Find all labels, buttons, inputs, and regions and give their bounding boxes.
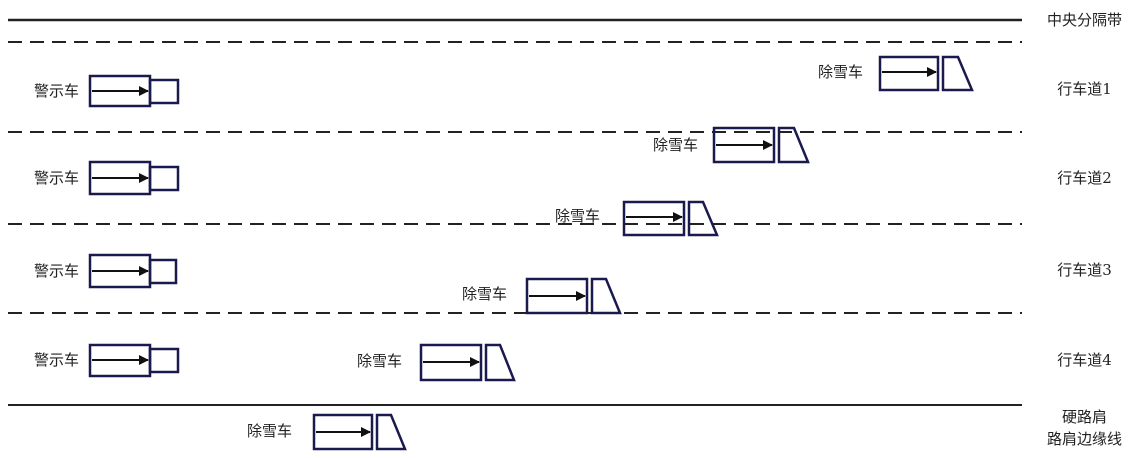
median-label: 中央分隔带: [1046, 11, 1122, 29]
plow-blade-icon: [777, 126, 810, 164]
snowplow-lane2-3: [622, 200, 719, 237]
warning-vehicle-lane2: [88, 160, 180, 196]
warning-vehicle-label: 警示车: [34, 169, 80, 187]
lane4-label: 行车道4: [1057, 351, 1112, 369]
snowplow-label: 除雪车: [818, 63, 864, 81]
warning-vehicle-label: 警示车: [34, 351, 80, 369]
warning-vehicle-label: 警示车: [34, 262, 80, 280]
snowplow-lane1: [878, 55, 974, 92]
snowplow-lane1-2: [712, 126, 810, 164]
shoulder-label: 硬路肩: [1061, 408, 1107, 426]
warning-vehicle-lane3: [88, 253, 178, 289]
plow-blade-icon: [687, 200, 719, 237]
snowplow-label: 除雪车: [357, 352, 403, 370]
snowplow-lane4: [419, 343, 516, 382]
snowplow-label: 除雪车: [462, 285, 508, 303]
snowplow-label: 除雪车: [653, 136, 699, 154]
plow-blade-icon: [590, 277, 622, 315]
warning-vehicle-lane1: [88, 74, 180, 108]
warning-vehicle-lane4: [88, 343, 180, 378]
plow-blade-icon: [941, 55, 974, 92]
plow-blade-icon: [375, 413, 407, 451]
lane3-label: 行车道3: [1057, 261, 1112, 279]
snowplow-lane3: [525, 277, 622, 315]
snowplow-shoulder: [312, 413, 407, 451]
snowplow-label: 除雪车: [555, 207, 601, 225]
plow-blade-icon: [484, 343, 516, 382]
lane2-label: 行车道2: [1057, 169, 1112, 187]
snowplow-label: 除雪车: [247, 422, 293, 440]
shoulder-edge-label: 路肩边缘线: [1046, 430, 1122, 448]
warning-vehicle-label: 警示车: [34, 82, 80, 100]
lane1-label: 行车道1: [1057, 80, 1112, 98]
